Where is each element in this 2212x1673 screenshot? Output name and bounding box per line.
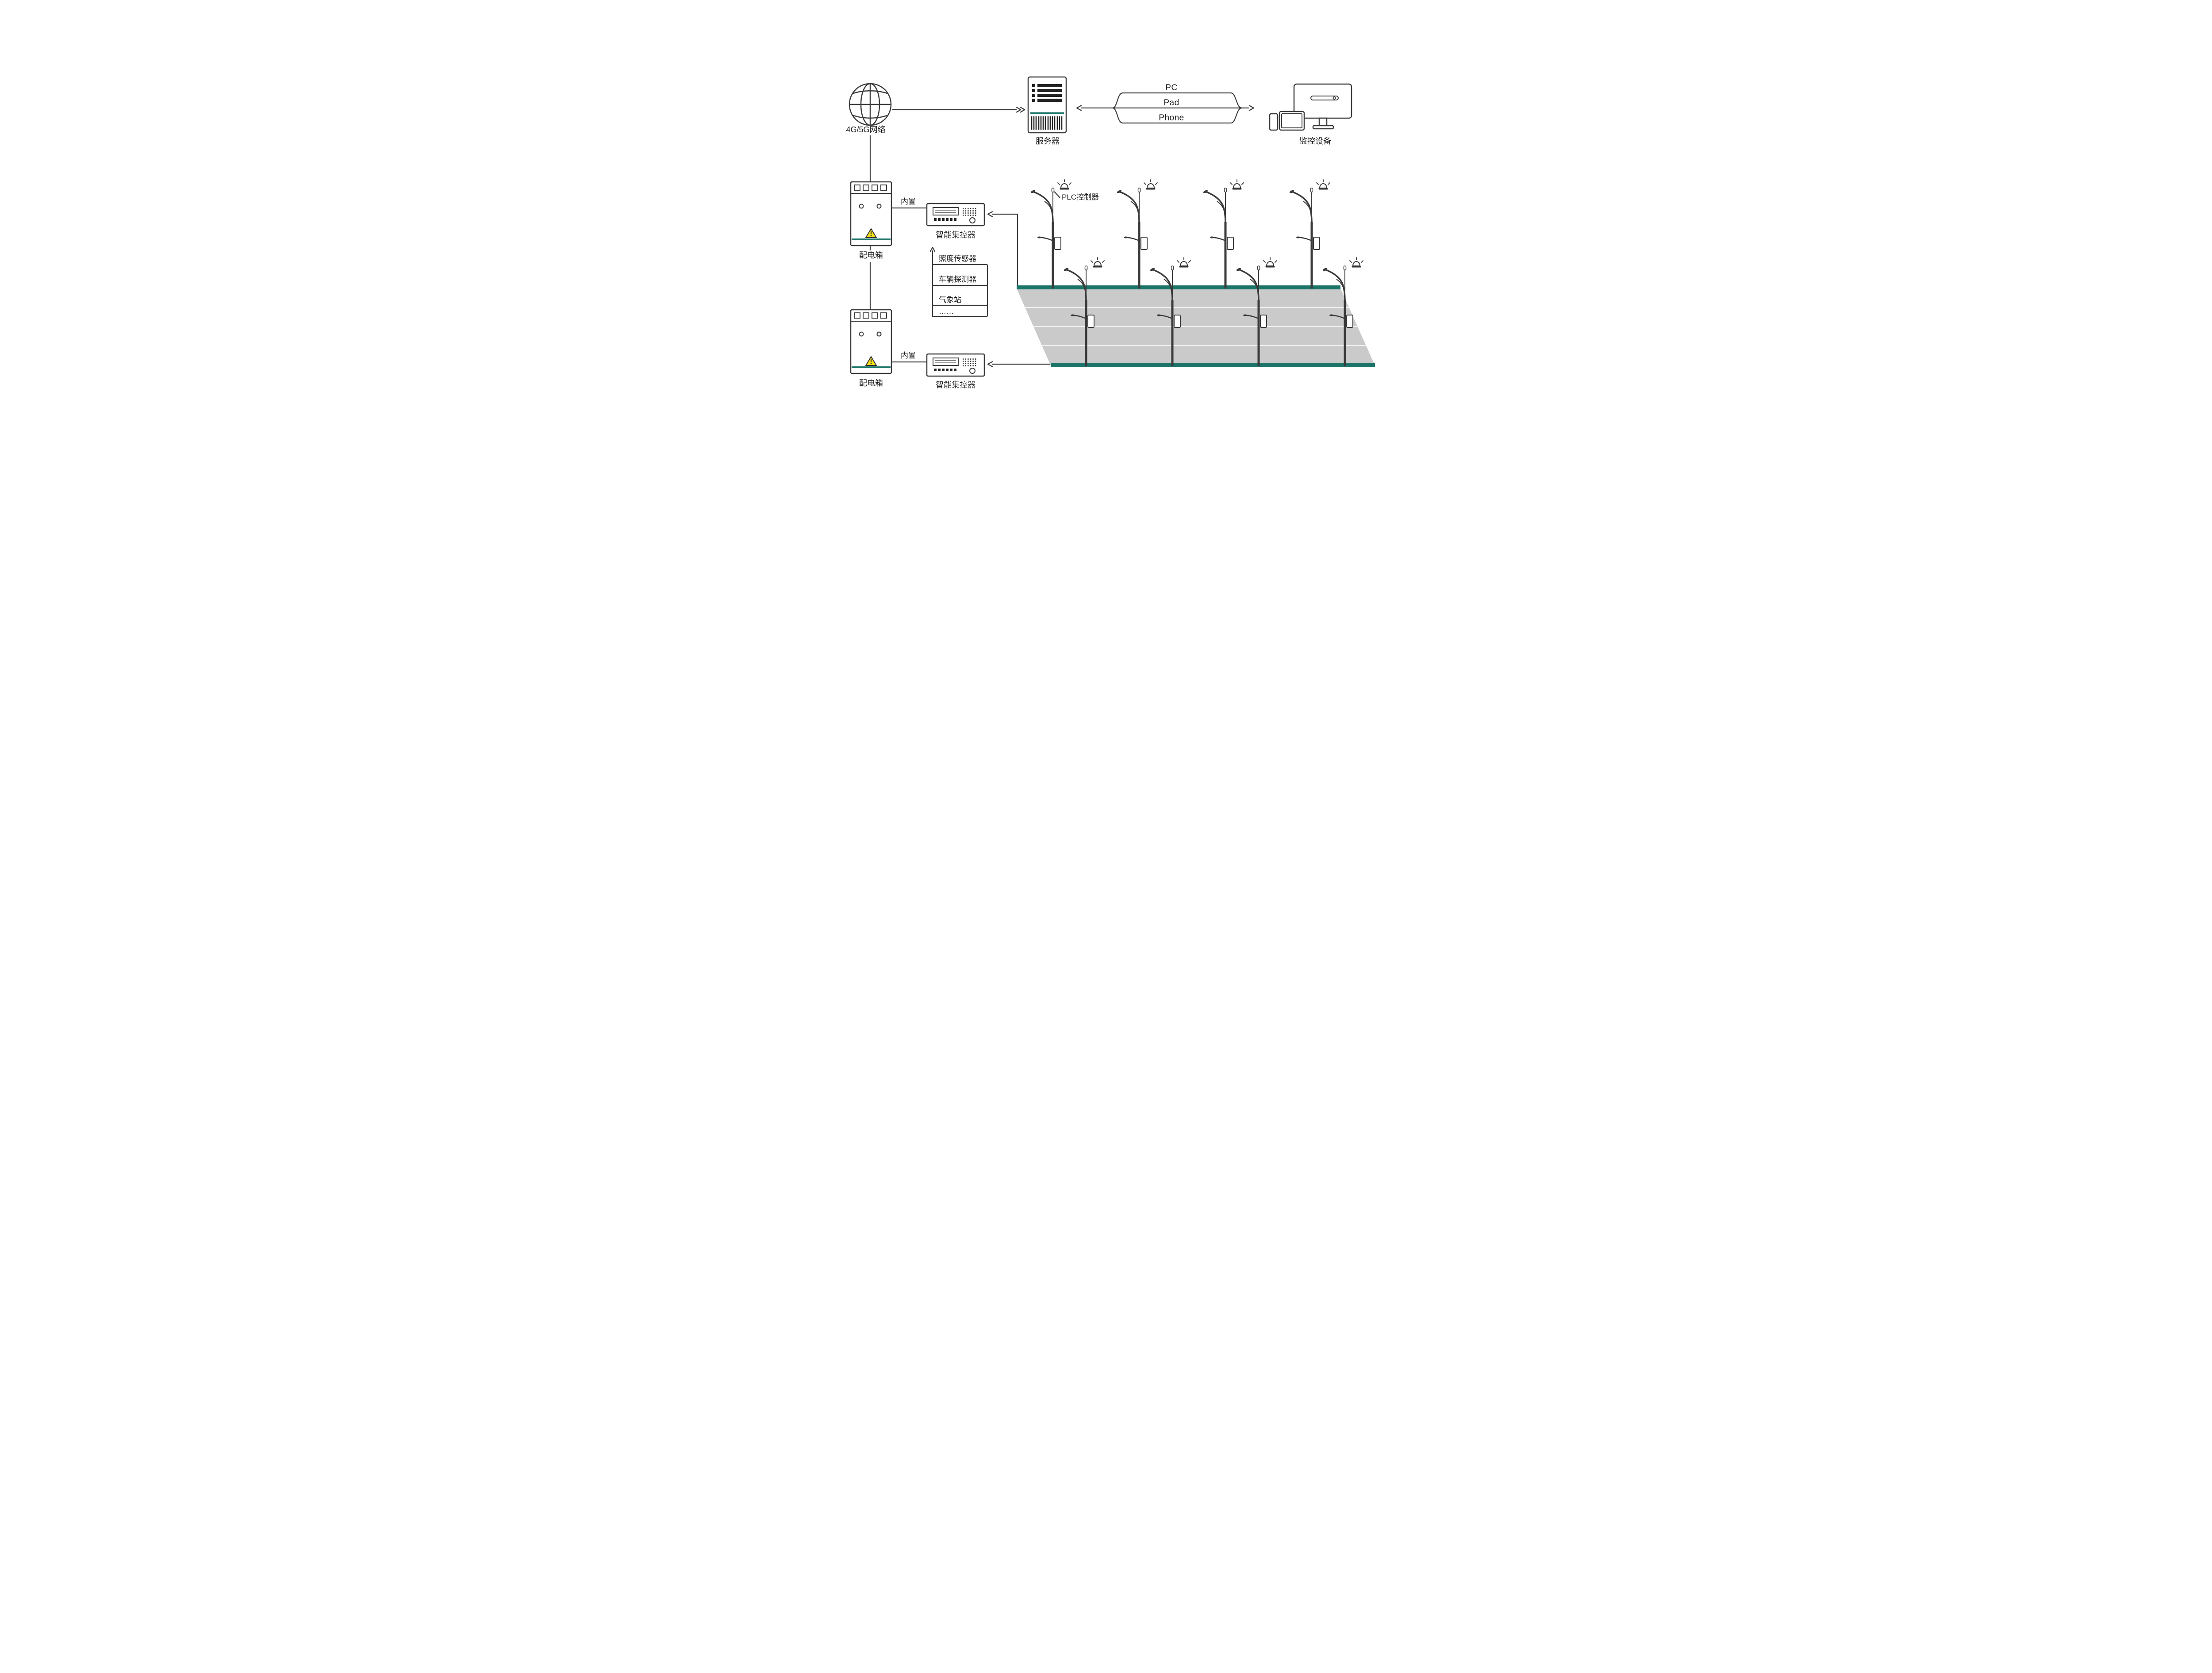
controller-top: [926, 203, 985, 227]
road: [1017, 285, 1375, 367]
connector-controller-road-bottom: [987, 361, 1051, 367]
network-label: 4G/5G网络: [846, 125, 885, 134]
power-box-top: [850, 181, 892, 246]
alarm-beacon-icon: [1349, 257, 1363, 268]
builtin-top-label: 内置: [901, 197, 916, 206]
phone-label: Phone: [1159, 113, 1184, 123]
connector-network-server: [892, 107, 1025, 113]
alarm-beacon-icon: [1144, 179, 1158, 190]
sensor-item-label: 气象站: [939, 296, 961, 304]
street-lamp: [1203, 179, 1244, 288]
alarm-beacon-icon: [1316, 179, 1330, 190]
diagram-canvas: 4G/5G网络 服务器 PC Pad Phone: [761, 0, 1451, 460]
globe-icon: [849, 83, 892, 126]
builtin-bottom-label: 内置: [901, 351, 916, 360]
street-lamp: [1117, 179, 1158, 288]
power-box-bottom-label: 配电箱: [859, 379, 883, 388]
alarm-beacon-icon: [1263, 257, 1277, 268]
street-lamp: [1289, 179, 1330, 288]
server-icon: [1027, 76, 1067, 134]
sensor-item-label: 照度传感器: [939, 254, 976, 263]
monitor-icon: [1293, 83, 1352, 130]
system-architecture-diagram: 4G/5G网络 服务器 PC Pad Phone: [846, 76, 1375, 389]
sensor-item-label: ……: [939, 307, 954, 315]
controller-bottom-label: 智能集控器: [936, 381, 975, 389]
road-edge-top: [1017, 285, 1340, 289]
pc-label: PC: [1165, 83, 1177, 92]
tablet-icon: [1279, 111, 1305, 131]
smartphone-icon: [1269, 113, 1279, 131]
road-edge-bottom: [1051, 363, 1375, 367]
alarm-beacon-icon: [1091, 257, 1105, 268]
connector-server-clients: [1076, 92, 1255, 124]
connector-controller-road-top: [987, 211, 1018, 288]
power-box-bottom: [850, 309, 892, 374]
controller-bottom: [926, 353, 985, 377]
server-label: 服务器: [1036, 137, 1060, 146]
sensor-item-label: 车辆探测器: [939, 275, 976, 284]
pad-label: Pad: [1164, 98, 1179, 108]
plc-leader-line: [1054, 191, 1060, 198]
alarm-beacon-icon: [1230, 179, 1244, 190]
alarm-beacon-icon: [1177, 257, 1191, 268]
alarm-beacon-icon: [1057, 179, 1071, 190]
sensor-bracket: [929, 246, 988, 317]
monitor-label: 监控设备: [1299, 137, 1331, 146]
power-box-top-label: 配电箱: [859, 251, 883, 260]
plc-label: PLC控制器: [1062, 193, 1099, 201]
controller-top-label: 智能集控器: [936, 231, 975, 239]
